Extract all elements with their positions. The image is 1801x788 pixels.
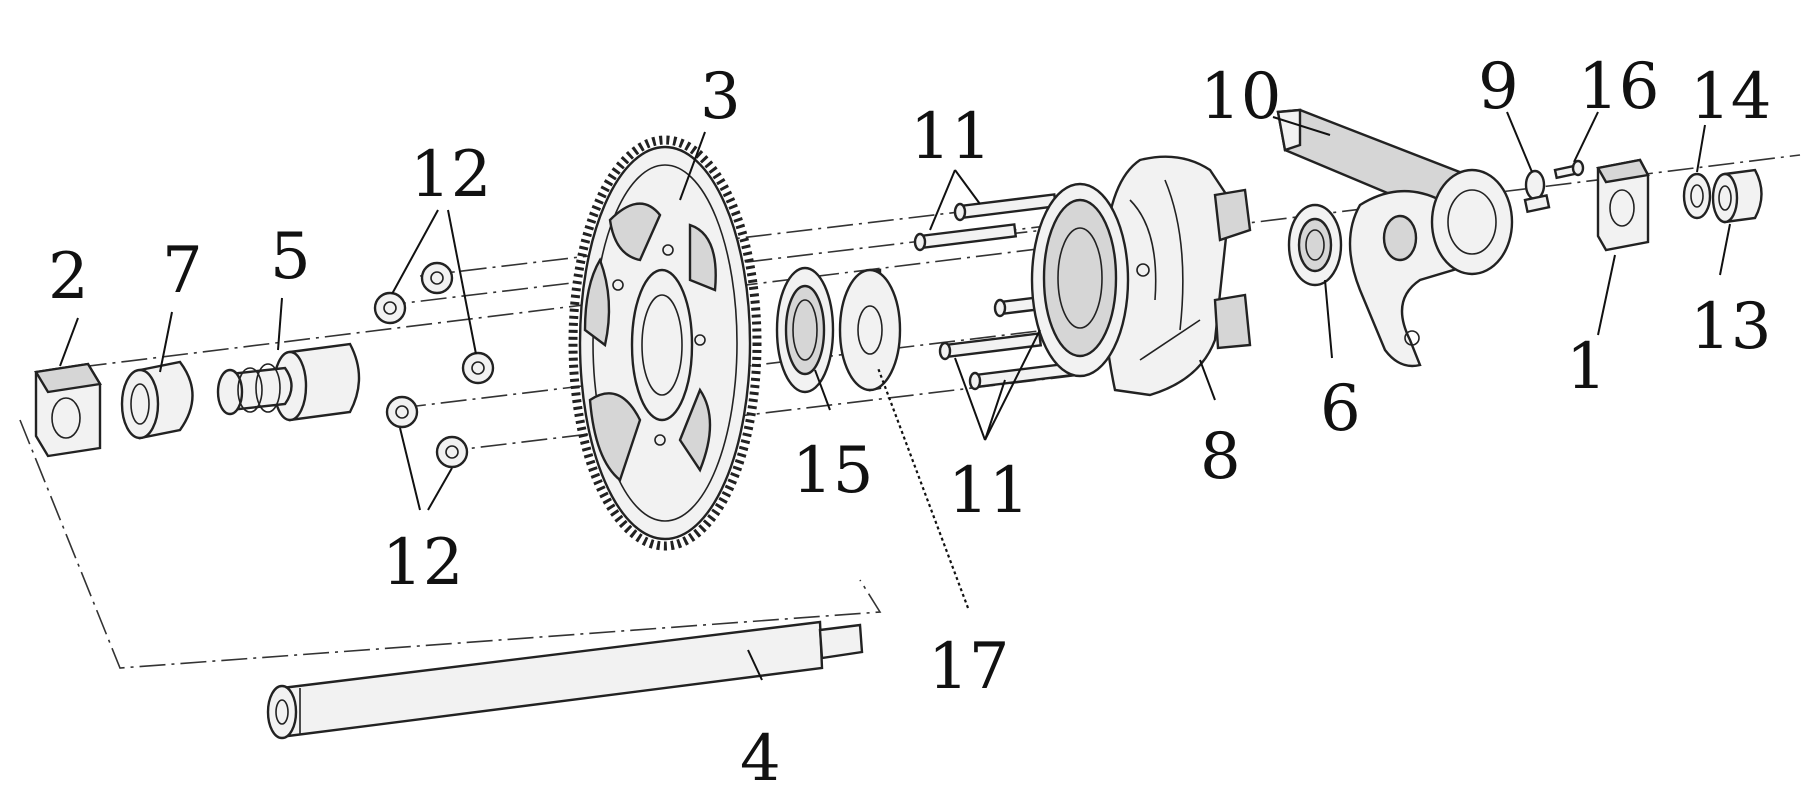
callout-13: 13	[1690, 290, 1771, 364]
part-2-square-block	[34, 362, 102, 458]
callout-14: 14	[1690, 60, 1771, 134]
callout-12-bottom: 12	[382, 526, 463, 600]
callout-6: 6	[1320, 372, 1361, 446]
part-17-spacer-washer	[838, 268, 902, 392]
nut-12-e	[435, 435, 469, 469]
part-7-bushing	[120, 360, 194, 440]
callout-12-top: 12	[410, 138, 491, 212]
part-10-brake-arm	[1276, 108, 1514, 368]
part-14-washer	[1682, 172, 1712, 220]
callout-5: 5	[270, 220, 311, 294]
callout-10: 10	[1200, 60, 1281, 134]
callout-4: 4	[740, 722, 781, 788]
bolt-11-e	[968, 362, 1073, 391]
part-5-stepped-collar	[216, 342, 361, 422]
part-16-screw	[1553, 159, 1585, 180]
nut-12-a	[373, 291, 407, 325]
part-6-seal	[1287, 203, 1343, 287]
leader-lines	[59, 111, 1731, 681]
callout-7: 7	[162, 234, 203, 308]
callout-17: 17	[928, 630, 1009, 704]
part-4-axle	[266, 620, 864, 740]
part-15-oil-seal	[775, 266, 835, 394]
callout-16: 16	[1578, 50, 1659, 124]
bolt-11-d	[938, 332, 1043, 361]
callout-2: 2	[48, 240, 89, 314]
nut-12-b	[420, 261, 454, 295]
callout-3: 3	[700, 60, 741, 134]
nut-12-d	[385, 395, 419, 429]
part-3-sprocket	[568, 135, 762, 551]
callout-8: 8	[1200, 420, 1241, 494]
callout-15: 15	[792, 434, 873, 508]
part-13-axle-nut	[1711, 168, 1763, 224]
bolt-11-a	[953, 193, 1058, 222]
part-9-small-washer	[1523, 169, 1551, 214]
callout-9: 9	[1478, 50, 1519, 124]
callout-1: 1	[1566, 330, 1607, 404]
part-12-flange-nuts	[373, 261, 495, 469]
part-1-square-adjuster	[1596, 158, 1650, 252]
part-8-wheel-hub	[1030, 155, 1252, 397]
callout-labels: 2 7 5 12 12 3 11 11 15 17 8 10 6 9 16 14…	[48, 50, 1771, 788]
callout-11-bottom: 11	[948, 454, 1029, 528]
bolt-11-b	[913, 223, 1018, 252]
nut-12-c	[461, 351, 495, 385]
callout-11-top: 11	[910, 100, 991, 174]
